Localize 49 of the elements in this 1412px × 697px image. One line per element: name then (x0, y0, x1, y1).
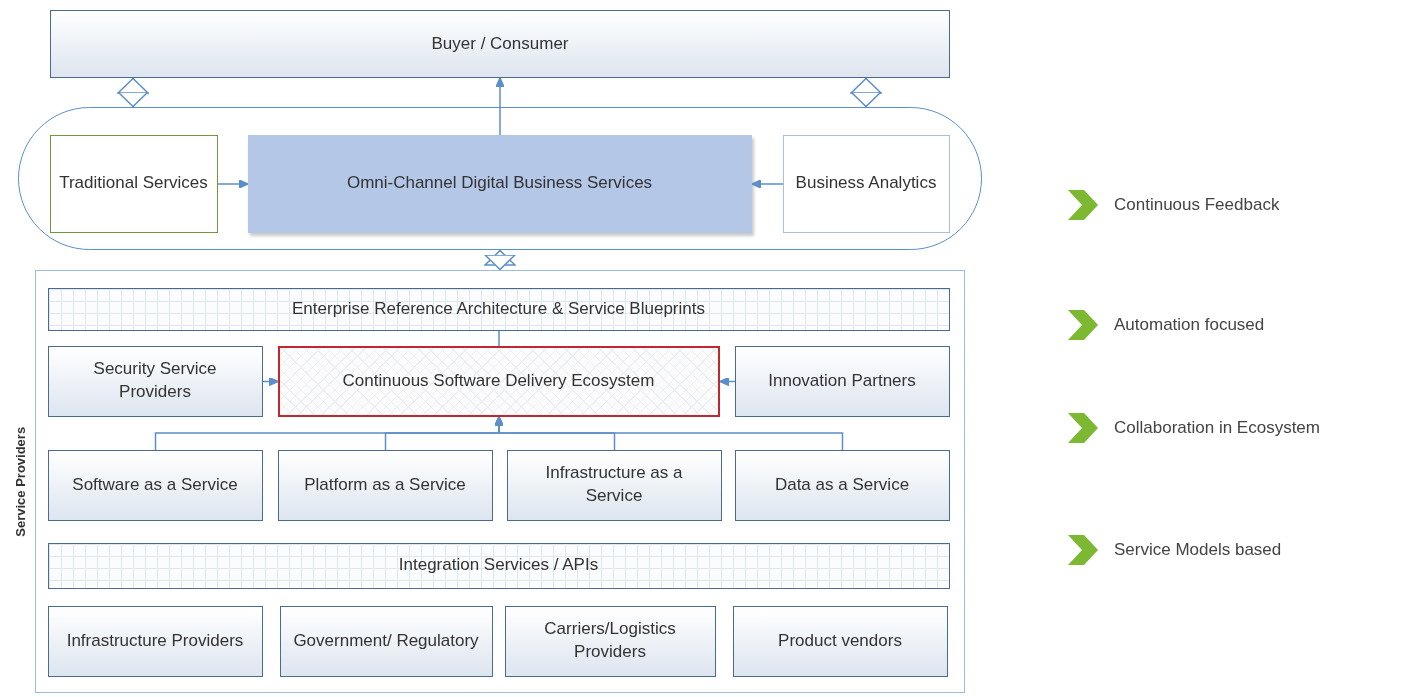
process-box (47, 449, 263, 521)
box-label: Innovation Partners (767, 369, 917, 392)
process-box (47, 605, 263, 677)
box-label: Continuous Software Delivery Ecosystem (341, 369, 656, 392)
box-label: Carriers/Logistics Providers (543, 618, 677, 663)
box-label: Integration Services / APIs (397, 554, 600, 577)
box-label: Security Service Providers (92, 358, 218, 403)
process-box (504, 605, 716, 677)
process-box (279, 605, 493, 677)
process-box (247, 134, 752, 233)
process-box (277, 449, 493, 521)
double-arrow (117, 77, 149, 108)
feature-label: Automation focused (1114, 315, 1265, 335)
layer-bar (47, 287, 950, 331)
arrow (719, 376, 736, 387)
process-box (506, 449, 722, 521)
process-box (50, 10, 950, 78)
process-box (734, 345, 950, 417)
connector-line (498, 330, 500, 347)
process-box (47, 345, 263, 417)
arrow (262, 376, 279, 387)
box-label: Government/ Regulatory (292, 629, 480, 652)
box-label: Software as a Service (71, 473, 239, 496)
feature-label: Collaboration in Ecosystem (1114, 418, 1320, 438)
box-label: Business Analytics (794, 172, 938, 195)
box-label: Infrastructure as a Service (544, 462, 684, 507)
layer-bar (47, 542, 950, 589)
feature-label: Continuous Feedback (1114, 195, 1280, 215)
double-arrow (850, 77, 882, 108)
box-label: Platform as a Service (303, 473, 467, 496)
arrow (217, 179, 249, 189)
process-box (49, 134, 218, 233)
arrow (495, 77, 505, 136)
box-label: Enterprise Reference Architecture & Service Blueprints (291, 297, 706, 320)
process-box (782, 134, 950, 233)
process-box (734, 449, 950, 521)
box-label: Buyer / Consumer (430, 32, 570, 55)
box-label: Traditional Services (58, 172, 209, 195)
double-arrow (484, 249, 516, 271)
arrow (751, 179, 784, 189)
arrow (494, 416, 844, 451)
box-label: Omni-Channel Digital Business Services (345, 172, 654, 195)
box-label: Infrastructure Providers (65, 629, 245, 652)
process-box (732, 605, 948, 677)
vertical-label: Service Providers (12, 425, 30, 539)
box-label: Product vendors (777, 629, 903, 652)
box-label: Data as a Service (773, 473, 911, 496)
process-box (277, 345, 720, 417)
feature-label: Service Models based (1114, 540, 1282, 560)
